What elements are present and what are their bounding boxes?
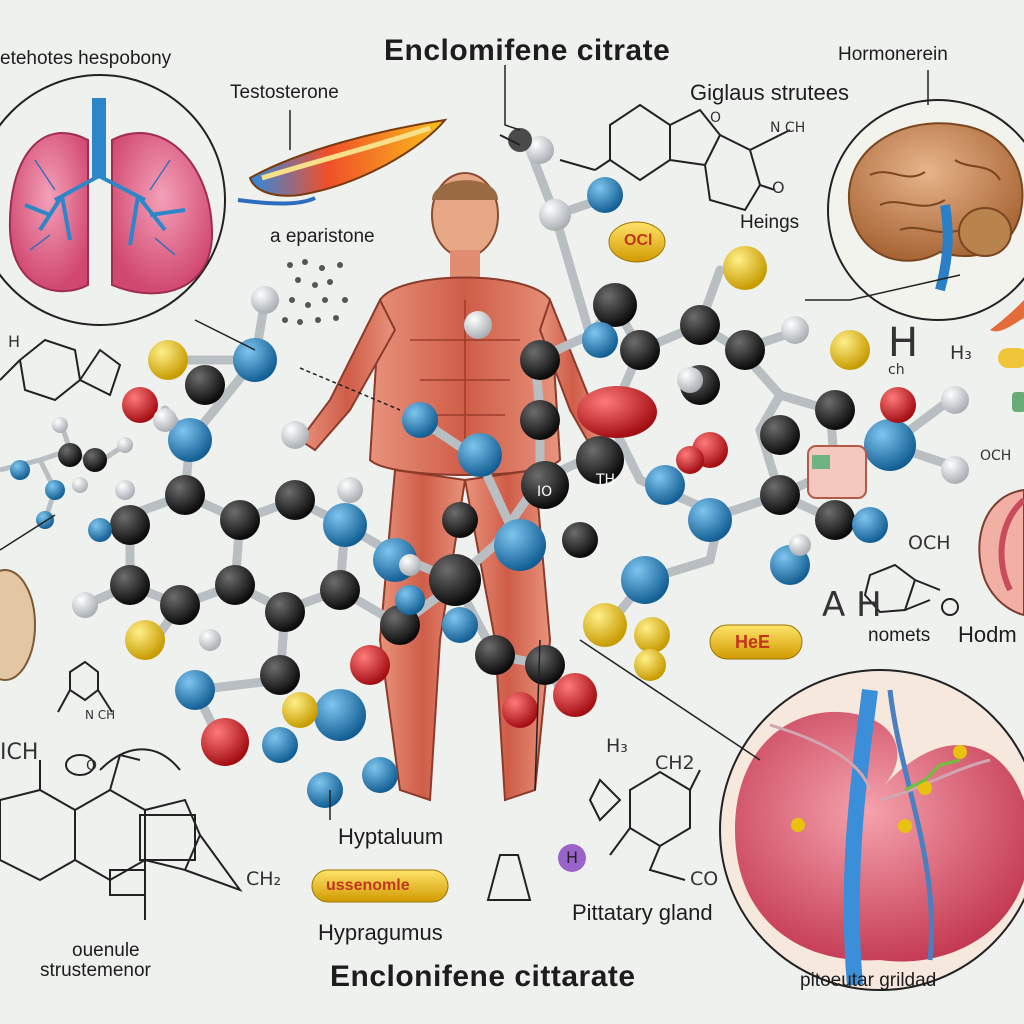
capsules [311,221,803,903]
label-hypragumus: Hypragumus [318,920,443,945]
capsule-oc-label: OCl [624,232,653,249]
chem-och-small: OCH [980,448,1012,464]
chem-co: CO [690,868,719,890]
chem-ch2-right: CH2 [655,752,695,774]
label-pittatary-gland: Pittatary gland [572,900,713,925]
chem-n-ch: N CH [770,120,806,136]
label-hodm: Hodm [958,622,1017,647]
label-top-left: etehotes hespobony [0,48,172,69]
oxygen-atoms [122,386,916,766]
sulfur-atoms [125,246,870,728]
brain-illustration [827,99,1024,321]
molecule-atoms [72,128,969,808]
chem-th: TH [596,472,616,488]
lung-illustration [0,74,226,326]
chem-h-purple: H [566,848,579,867]
label-heings: Heings [740,212,800,233]
chem-a-h: A H [822,585,882,625]
chem-h-left: H [8,332,21,351]
chem-h3-bottom: H₃ [606,735,628,757]
hydrogen-atoms [72,128,969,651]
label-nomets: nomets [868,625,931,646]
chem-no: N CH [85,708,116,722]
chem-ich: ICH [0,740,39,765]
carbon-atoms [110,283,855,695]
skeletal-formula-drawings [0,103,959,920]
chem-io: IO [537,484,553,500]
testosterone-spear [237,118,448,206]
tissue-patch [807,445,867,499]
label-hormonerein: Hormonerein [838,44,948,65]
label-ouenule: ouenule [72,940,140,961]
chem-o-top: O [710,110,722,126]
particle-cluster [282,259,348,325]
label-giglaus-strutees: Giglaus strutees [690,80,849,105]
label-hyptaluum: Hyptaluum [338,824,444,849]
label-pitoeutar-grildad: pitoeutar grildad [800,970,937,991]
pointer-lines [0,65,961,820]
title-bottom: Enclonifene cittarate [330,960,636,993]
chem-ch2-bottom: CH₂ [246,868,282,890]
chem-ch-small: ch [888,362,905,378]
chem-h3-right: H₃ [950,342,972,364]
label-a-eparistone: a eparistone [270,226,375,247]
small-ball-molecule [0,417,133,529]
nitrogen-atoms [88,177,916,808]
title-top: Enclomifene citrate [384,34,671,67]
edge-fragments [0,300,1024,681]
capsule-ussenomle-label: ussenomle [326,877,410,894]
capsule-hge-label: HeE [735,632,771,652]
chem-och-right: OCH [908,532,951,554]
chem-o-left: O [86,758,98,774]
chem-ch-big: H [888,320,919,366]
label-strustemenor: strustemenor [40,960,151,981]
pituitary-gland-illustration [719,669,1024,991]
label-testosterone: Testosterone [230,82,339,103]
chem-o-mid: O [772,178,785,197]
